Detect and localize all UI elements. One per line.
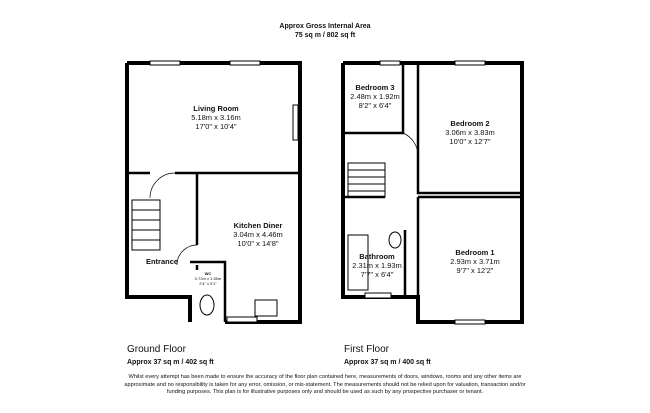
ground-floor-fixtures	[131, 60, 299, 323]
first-floor-walls	[341, 61, 524, 324]
ground-floor-label: Ground Floor	[127, 344, 186, 355]
room-bedroom-3: Bedroom 3 2.48m x 1.92m 8'2" x 6'4"	[350, 83, 400, 110]
room-name: Bathroom	[359, 252, 395, 261]
room-imperial: 7'7" x 6'4"	[360, 270, 394, 279]
room-metric: 3.04m x 4.46m	[233, 230, 283, 239]
room-name: Bedroom 3	[355, 83, 395, 92]
gross-area-title: Approx Gross Internal Area	[279, 23, 371, 30]
room-imperial: 17'0" x 10'4"	[195, 122, 237, 131]
ground-floor-walls	[125, 61, 302, 324]
ground-floor-area: Approx 37 sq m / 402 sq ft	[127, 359, 214, 366]
room-name: Kitchen Diner	[233, 221, 283, 230]
room-bathroom: Bathroom 2.31m x 1.93m 7'7" x 6'4"	[352, 252, 402, 279]
room-entrance: Entrance	[146, 257, 178, 266]
room-metric: 2.31m x 1.93m	[352, 261, 402, 270]
room-imperial: 8'2" x 6'4"	[358, 101, 392, 110]
gross-area-value: 75 sq m / 802 sq ft	[294, 32, 356, 39]
room-kitchen-diner: Kitchen Diner 3.04m x 4.46m 10'0" x 14'8…	[233, 221, 283, 248]
room-name: Bedroom 2	[450, 119, 490, 128]
room-imperial: 10'0" x 12'7"	[449, 137, 491, 146]
room-name: Bedroom 1	[455, 248, 495, 257]
room-metric: 2.48m x 1.92m	[350, 92, 400, 101]
room-bedroom-1: Bedroom 1 2.93m x 3.71m 9'7" x 12'2"	[450, 248, 500, 275]
first-floor-area: Approx 37 sq m / 400 sq ft	[344, 359, 431, 366]
room-imperial: 2'4" x 5'1"	[199, 281, 217, 286]
room-living-room: Living Room 5.18m x 3.16m 17'0" x 10'4"	[191, 104, 241, 131]
room-name: WC	[204, 271, 212, 276]
room-name: Living Room	[193, 104, 239, 113]
room-metric: 5.18m x 3.16m	[191, 113, 241, 122]
room-bedroom-2: Bedroom 2 3.06m x 3.83m 10'0" x 12'7"	[445, 119, 495, 146]
room-metric: 3.06m x 3.83m	[445, 128, 495, 137]
room-imperial: 10'0" x 14'8"	[237, 239, 279, 248]
room-wc: WC 0.72m x 1.55m 2'4" x 5'1"	[195, 271, 221, 286]
first-floor-fixtures	[347, 60, 486, 325]
first-floor-label: First Floor	[344, 344, 389, 355]
room-metric: 0.72m x 1.55m	[194, 276, 222, 281]
disclaimer: Whilst every attempt has been made to en…	[124, 374, 526, 395]
room-imperial: 9'7" x 12'2"	[456, 266, 494, 275]
room-name: Entrance	[145, 257, 179, 266]
room-metric: 2.93m x 3.71m	[450, 257, 500, 266]
